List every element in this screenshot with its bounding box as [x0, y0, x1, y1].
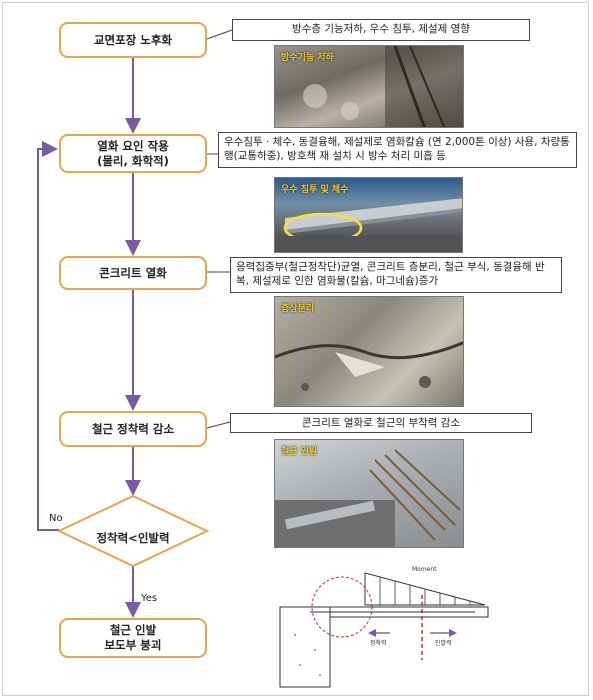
photo-label-1: 방수기능 저하	[281, 53, 334, 63]
moment-label: Moment	[412, 566, 437, 573]
note-concrete: 응력집중부(철근정착단)균열, 콘크리트 층분리, 철근 부식, 동결융해 반복…	[230, 257, 562, 293]
photo-label-2: 우수 침투 및 체수	[281, 185, 349, 195]
photo-label-4: 철근 인발	[281, 447, 318, 457]
note-anchorage: 콘크리트 열화로 철근의 부착력 감소	[230, 413, 532, 433]
note-pavement: 방수층 기능저하, 우수 침투, 제설제 영향	[232, 19, 530, 41]
photo-delamination: 층상분리	[274, 296, 464, 407]
step-deterioration-factors: 열화 요인 작용 (물리, 화학적)	[59, 134, 207, 173]
decision-diamond	[56, 494, 210, 568]
arrow-no-loop	[37, 141, 59, 531]
photo-rebar-pullout: 철근 인발	[274, 439, 464, 548]
photo-waterproof-loss: 방수기능 저하	[274, 45, 464, 128]
step-rebar-pullout: 철근 인발 보도부 붕괴	[59, 618, 207, 658]
step-pavement-aging: 교면포장 노후화	[59, 22, 207, 58]
label-anchorage-force: 정착력	[370, 639, 387, 647]
note-factors: 우수침투 · 체수, 동결융해, 제설제로 염화칼슘 (연 2,000톤 이상)…	[218, 132, 577, 168]
step-concrete-deterioration: 콘크리트 열화	[59, 256, 207, 290]
step-anchorage-reduction: 철근 정착력 감소	[59, 411, 207, 447]
no-label: No	[49, 513, 63, 524]
decision-label: 정착력<인발력	[96, 531, 170, 545]
yes-label: Yes	[141, 593, 158, 604]
photo-water-infiltration: 우수 침투 및 체수	[274, 177, 463, 253]
photo-label-3: 층상분리	[281, 304, 315, 314]
label-pullout-force: 인발력	[435, 639, 452, 647]
